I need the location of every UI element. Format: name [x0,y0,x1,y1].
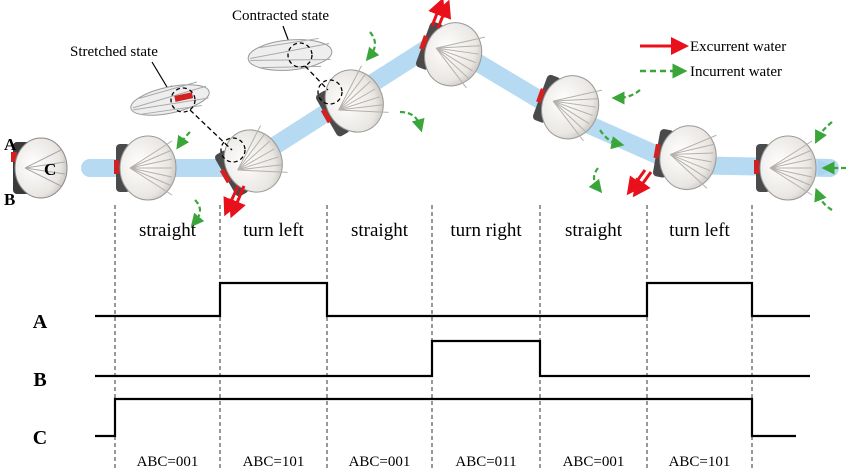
robot-icons [114,21,817,201]
signal-waveform [95,397,796,438]
legend: Excurrent water Incurrent water [640,37,786,80]
timing-diagram: straight turn left straight turn right strai… [33,205,810,470]
signal-name: A [33,311,48,333]
signal-names: A B C [33,311,48,449]
state-code: ABC=101 [669,454,731,470]
maneuver-label: turn left [243,220,304,241]
maneuver-label: turn left [669,220,730,241]
state-code: ABC=001 [349,454,411,470]
robot-icon [114,135,177,201]
segment-dividers [114,205,753,470]
water-flow-arrows [176,0,846,228]
label-a: A [4,135,17,154]
label-c: C [44,160,56,179]
signal-name: B [33,369,46,391]
signal-waveform [95,281,810,318]
state-code: ABC=001 [137,454,199,470]
robot-icon [652,125,717,191]
maneuver-label: straight [565,220,623,241]
legend-excurrent-label: Excurrent water [690,39,786,55]
maneuver-labels: straight turn left straight turn right strai… [139,220,731,241]
contracted-state-label: Contracted state [232,8,329,24]
robot-icon [415,21,486,89]
state-code: ABC=001 [563,454,625,470]
state-code: ABC=101 [243,454,305,470]
stretched-state-annotation: Stretched state [70,44,233,151]
contracted-state-annotation: Contracted state [220,8,343,163]
maneuver-label: straight [139,220,197,241]
robot-icon [215,125,288,197]
stretched-state-label: Stretched state [70,44,158,60]
labeled-robot: A B C [4,135,68,209]
state-code: ABC=011 [455,454,516,470]
robot-icon [754,135,817,201]
legend-incurrent-label: Incurrent water [690,64,782,80]
maneuver-label: straight [351,220,409,241]
label-b: B [4,190,15,209]
robot-icon [532,74,603,142]
signal-name: C [33,427,47,449]
signal-waveform [95,339,810,378]
signal-waveforms [95,281,810,438]
maneuver-label: turn right [450,220,522,241]
state-codes: ABC=001 ABC=101 ABC=001 ABC=011 ABC=001 ABC=1… [137,454,731,470]
